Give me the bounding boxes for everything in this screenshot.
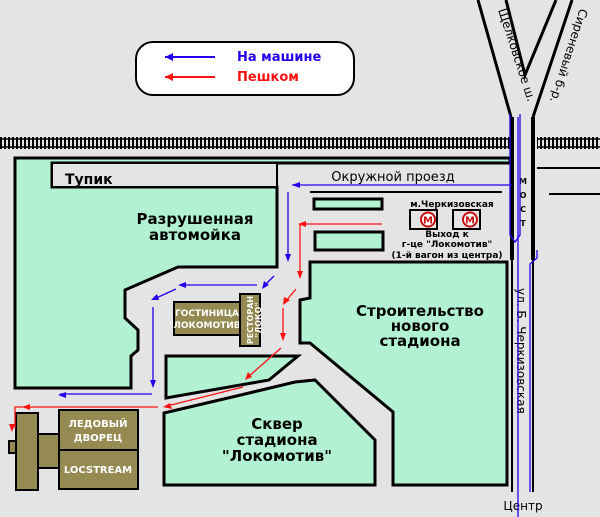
label-square-3: "Локомотив" — [222, 447, 332, 465]
ice-palace-label-2: ДВОРЕЦ — [74, 433, 122, 444]
label-center: Центр — [503, 499, 542, 513]
hotel-label-1: ГОСТИНИЦА — [175, 309, 239, 319]
metro-icon: М — [420, 211, 436, 228]
restaurant-building: РЕСТОРАН "ЛОКО" — [239, 293, 263, 347]
label-tupik: Тупик — [65, 172, 113, 188]
metro-exit-label-3: (1-й вагон из центра) — [391, 251, 502, 261]
locstream-label: LOCSTREAM — [64, 465, 132, 476]
label-carwash-2: автомойка — [149, 226, 241, 244]
label-okruzhnoy-proezd: Окружной проезд — [331, 170, 454, 185]
label-stadium-2: нового — [391, 317, 450, 335]
highway-fork — [476, 0, 574, 118]
legend-car-label: На машине — [237, 49, 322, 65]
legend-car: На машине — [165, 48, 321, 66]
svg-text:Т: Т — [520, 219, 526, 228]
walk-route — [9, 221, 382, 432]
hotel-label-2: "ЛОКОМОТИВ" — [169, 321, 246, 331]
ice-palace-label-1: ЛЕДОВЫЙ — [69, 417, 128, 430]
svg-text:М: М — [465, 216, 475, 227]
railway — [0, 137, 600, 149]
zone-small-triangle — [164, 354, 303, 400]
ice-palace-building: ЛЕДОВЫЙ ДВОРЕЦ LOCSTREAM — [8, 409, 139, 491]
zone-square — [162, 378, 377, 487]
label-square-2: стадиона — [236, 431, 317, 449]
zone-stadium-construction — [298, 260, 509, 487]
svg-text:М: М — [519, 177, 527, 186]
dead-end-road — [51, 162, 278, 188]
hotel-building: ГОСТИНИЦА "ЛОКОМОТИВ" — [169, 301, 246, 336]
svg-text:О: О — [520, 191, 527, 200]
restaurant-label-2: "ЛОКО" — [254, 302, 263, 337]
bridge-label: М О С Т — [519, 177, 527, 228]
zone-carwash — [13, 156, 512, 390]
metro-station: м.Черкизовская М М Выход к г-це "Локомот… — [391, 200, 502, 261]
label-square-1: Сквер — [251, 415, 303, 433]
metro-icon: М — [462, 211, 478, 228]
svg-text:С: С — [520, 205, 526, 214]
label-stadium-3: стадиона — [379, 332, 460, 350]
metro-station-name: м.Черкизовская — [410, 200, 494, 210]
metro-exit-label-1: Выход к — [425, 230, 469, 240]
label-stadium-1: Строительство — [356, 302, 484, 320]
bridge-most — [510, 117, 600, 492]
block-small-1 — [312, 197, 384, 211]
legend-walk-label: Пешком — [237, 69, 299, 85]
restaurant-label-1: РЕСТОРАН — [246, 296, 255, 344]
metro-exit-label-2: г-це "Локомотив" — [402, 240, 492, 250]
legend: На машине Пешком — [135, 41, 355, 96]
label-cherkizovskaya: ул. Б. Черкизовская — [514, 288, 528, 414]
legend-walk: Пешком — [165, 68, 299, 86]
block-small-2 — [313, 230, 385, 252]
car-route — [58, 114, 538, 517]
svg-text:М: М — [423, 216, 433, 227]
walk-line-icon — [165, 73, 215, 81]
label-carwash-1: Разрушенная — [137, 210, 254, 228]
car-line-icon — [165, 53, 215, 61]
